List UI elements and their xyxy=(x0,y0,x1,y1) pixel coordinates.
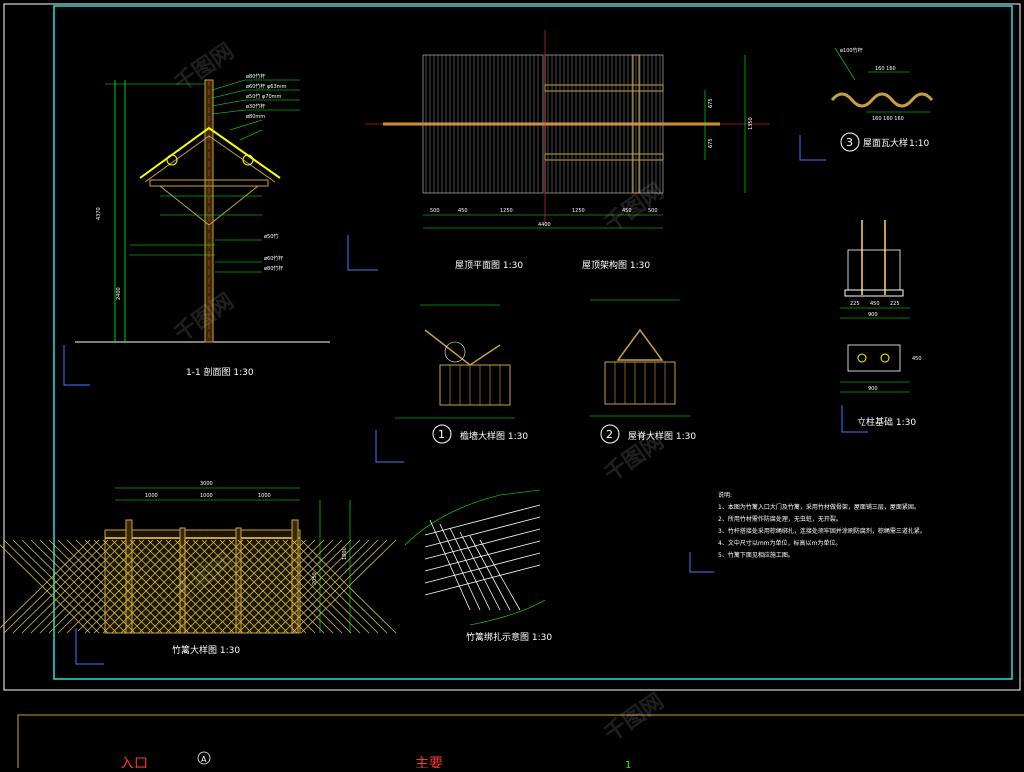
svg-text:675: 675 xyxy=(708,98,714,108)
svg-text:450: 450 xyxy=(458,208,468,214)
svg-text:1250: 1250 xyxy=(572,208,585,214)
bottom-strip: 入口 A 主要 1 xyxy=(120,751,631,772)
bamboo-fence-title: 竹篱大样图 1:30 xyxy=(172,644,240,656)
detail-3-roof-tile: 160 160 160 160 160 ø100竹杆 3 xyxy=(830,47,934,152)
svg-text:225: 225 xyxy=(850,301,860,307)
svg-text:1000: 1000 xyxy=(200,493,213,499)
svg-text:2050: 2050 xyxy=(312,572,318,585)
svg-text:1000: 1000 xyxy=(258,493,271,499)
svg-text:2: 2 xyxy=(606,428,613,441)
svg-text:1000: 1000 xyxy=(145,493,158,499)
svg-text:1250: 1250 xyxy=(500,208,513,214)
svg-text:900: 900 xyxy=(868,312,878,318)
svg-text:A: A xyxy=(201,755,207,764)
general-notes: 说明: 1、本图为竹篱入口大门及竹篱，采用竹材做骨架，屋面铺三层，屋面紧固。 2… xyxy=(718,490,926,562)
svg-text:675: 675 xyxy=(708,138,714,148)
detail-3-title: 屋面瓦大样 xyxy=(863,137,908,149)
notes-heading: 说明: xyxy=(718,492,733,499)
outer-frame xyxy=(3,3,1021,691)
svg-text:1350: 1350 xyxy=(748,117,754,130)
svg-text:160 160 160: 160 160 160 xyxy=(872,116,904,122)
detail-1-title: 檐墙大样图 1:30 xyxy=(460,430,528,442)
ucs-axis-markers xyxy=(63,135,868,665)
svg-text:1: 1 xyxy=(625,760,631,768)
svg-text:450: 450 xyxy=(870,301,880,307)
section-1-1-title: 1-1 剖面图 1:30 xyxy=(186,366,254,378)
svg-text:450: 450 xyxy=(912,356,922,362)
roof-plan-view: 500 450 1250 1250 450 500 4400 675 675 1… xyxy=(365,30,770,229)
svg-text:225: 225 xyxy=(890,301,900,307)
detail-3-scale: 1:10 xyxy=(909,139,929,149)
note-item: 2、所用竹材需作防腐处理，无虫蛀，无开裂。 xyxy=(718,516,842,523)
note-item: 4、文中尺寸以mm为单位，标高以m为单位。 xyxy=(718,540,842,547)
svg-text:主要: 主要 xyxy=(415,756,443,768)
bamboo-fence-view: 3000 1000 1000 1000 1800 2050 xyxy=(0,481,397,634)
svg-text:900: 900 xyxy=(868,386,878,392)
bottom-sheet-frame xyxy=(17,714,1024,772)
column-base-title: 立柱基础 1:30 xyxy=(857,416,916,428)
section-1-1-view: ø80竹杆 ø60竹杆 φ63mm ø50竹 φ70mm ø30竹杆 ø80mm ø5… xyxy=(75,73,330,343)
roof-plan-title: 屋顶平面图 1:30 xyxy=(455,260,523,271)
roof-framing-title: 屋顶架构图 1:30 xyxy=(582,259,650,271)
svg-text:4400: 4400 xyxy=(538,222,551,228)
bamboo-joint-title: 竹篱绑扎示意图 1:30 xyxy=(466,631,552,643)
svg-text:3: 3 xyxy=(846,136,853,149)
svg-text:450: 450 xyxy=(622,208,632,214)
svg-text:1800: 1800 xyxy=(342,547,348,560)
svg-text:4370: 4370 xyxy=(96,207,102,220)
svg-text:500: 500 xyxy=(648,208,658,214)
svg-text:ø100竹杆: ø100竹杆 xyxy=(840,47,863,54)
svg-text:3000: 3000 xyxy=(200,481,213,487)
detail-2-title: 屋脊大样图 1:30 xyxy=(628,430,696,442)
svg-text:1: 1 xyxy=(438,428,445,441)
svg-text:入口: 入口 xyxy=(120,756,148,768)
svg-text:ø50竹 φ70mm: ø50竹 φ70mm xyxy=(246,93,282,100)
svg-text:2400: 2400 xyxy=(116,287,122,300)
inner-frame xyxy=(53,5,1013,680)
detail-2-view: 2 xyxy=(590,299,690,444)
note-item: 1、本图为竹篱入口大门及竹篱，采用竹材做骨架，屋面铺三层，屋面紧固。 xyxy=(718,504,920,511)
svg-text:160 160: 160 160 xyxy=(875,66,896,72)
note-item: 3、竹杆搭接处采用棕绳绑扎，连接处须牢固并涂刷防腐剂，棕绳需三道扎紧。 xyxy=(718,528,926,535)
svg-text:ø80mm: ø80mm xyxy=(246,114,265,120)
svg-text:500: 500 xyxy=(430,208,440,214)
svg-text:ø80竹杆: ø80竹杆 xyxy=(264,265,283,272)
svg-text:ø60竹杆 φ63mm: ø60竹杆 φ63mm xyxy=(246,83,287,90)
svg-text:ø30竹杆: ø30竹杆 xyxy=(246,103,265,110)
svg-text:ø80竹杆: ø80竹杆 xyxy=(246,73,265,80)
bamboo-joint-view xyxy=(404,489,546,626)
note-item: 5、竹篱下面见相应施工图。 xyxy=(718,552,794,559)
detail-1-view: 1 xyxy=(395,304,515,444)
column-base-view: 225 450 225 900 900 450 xyxy=(840,220,922,393)
svg-text:ø50竹: ø50竹 xyxy=(264,233,278,240)
svg-text:ø60竹杆: ø60竹杆 xyxy=(264,255,283,262)
